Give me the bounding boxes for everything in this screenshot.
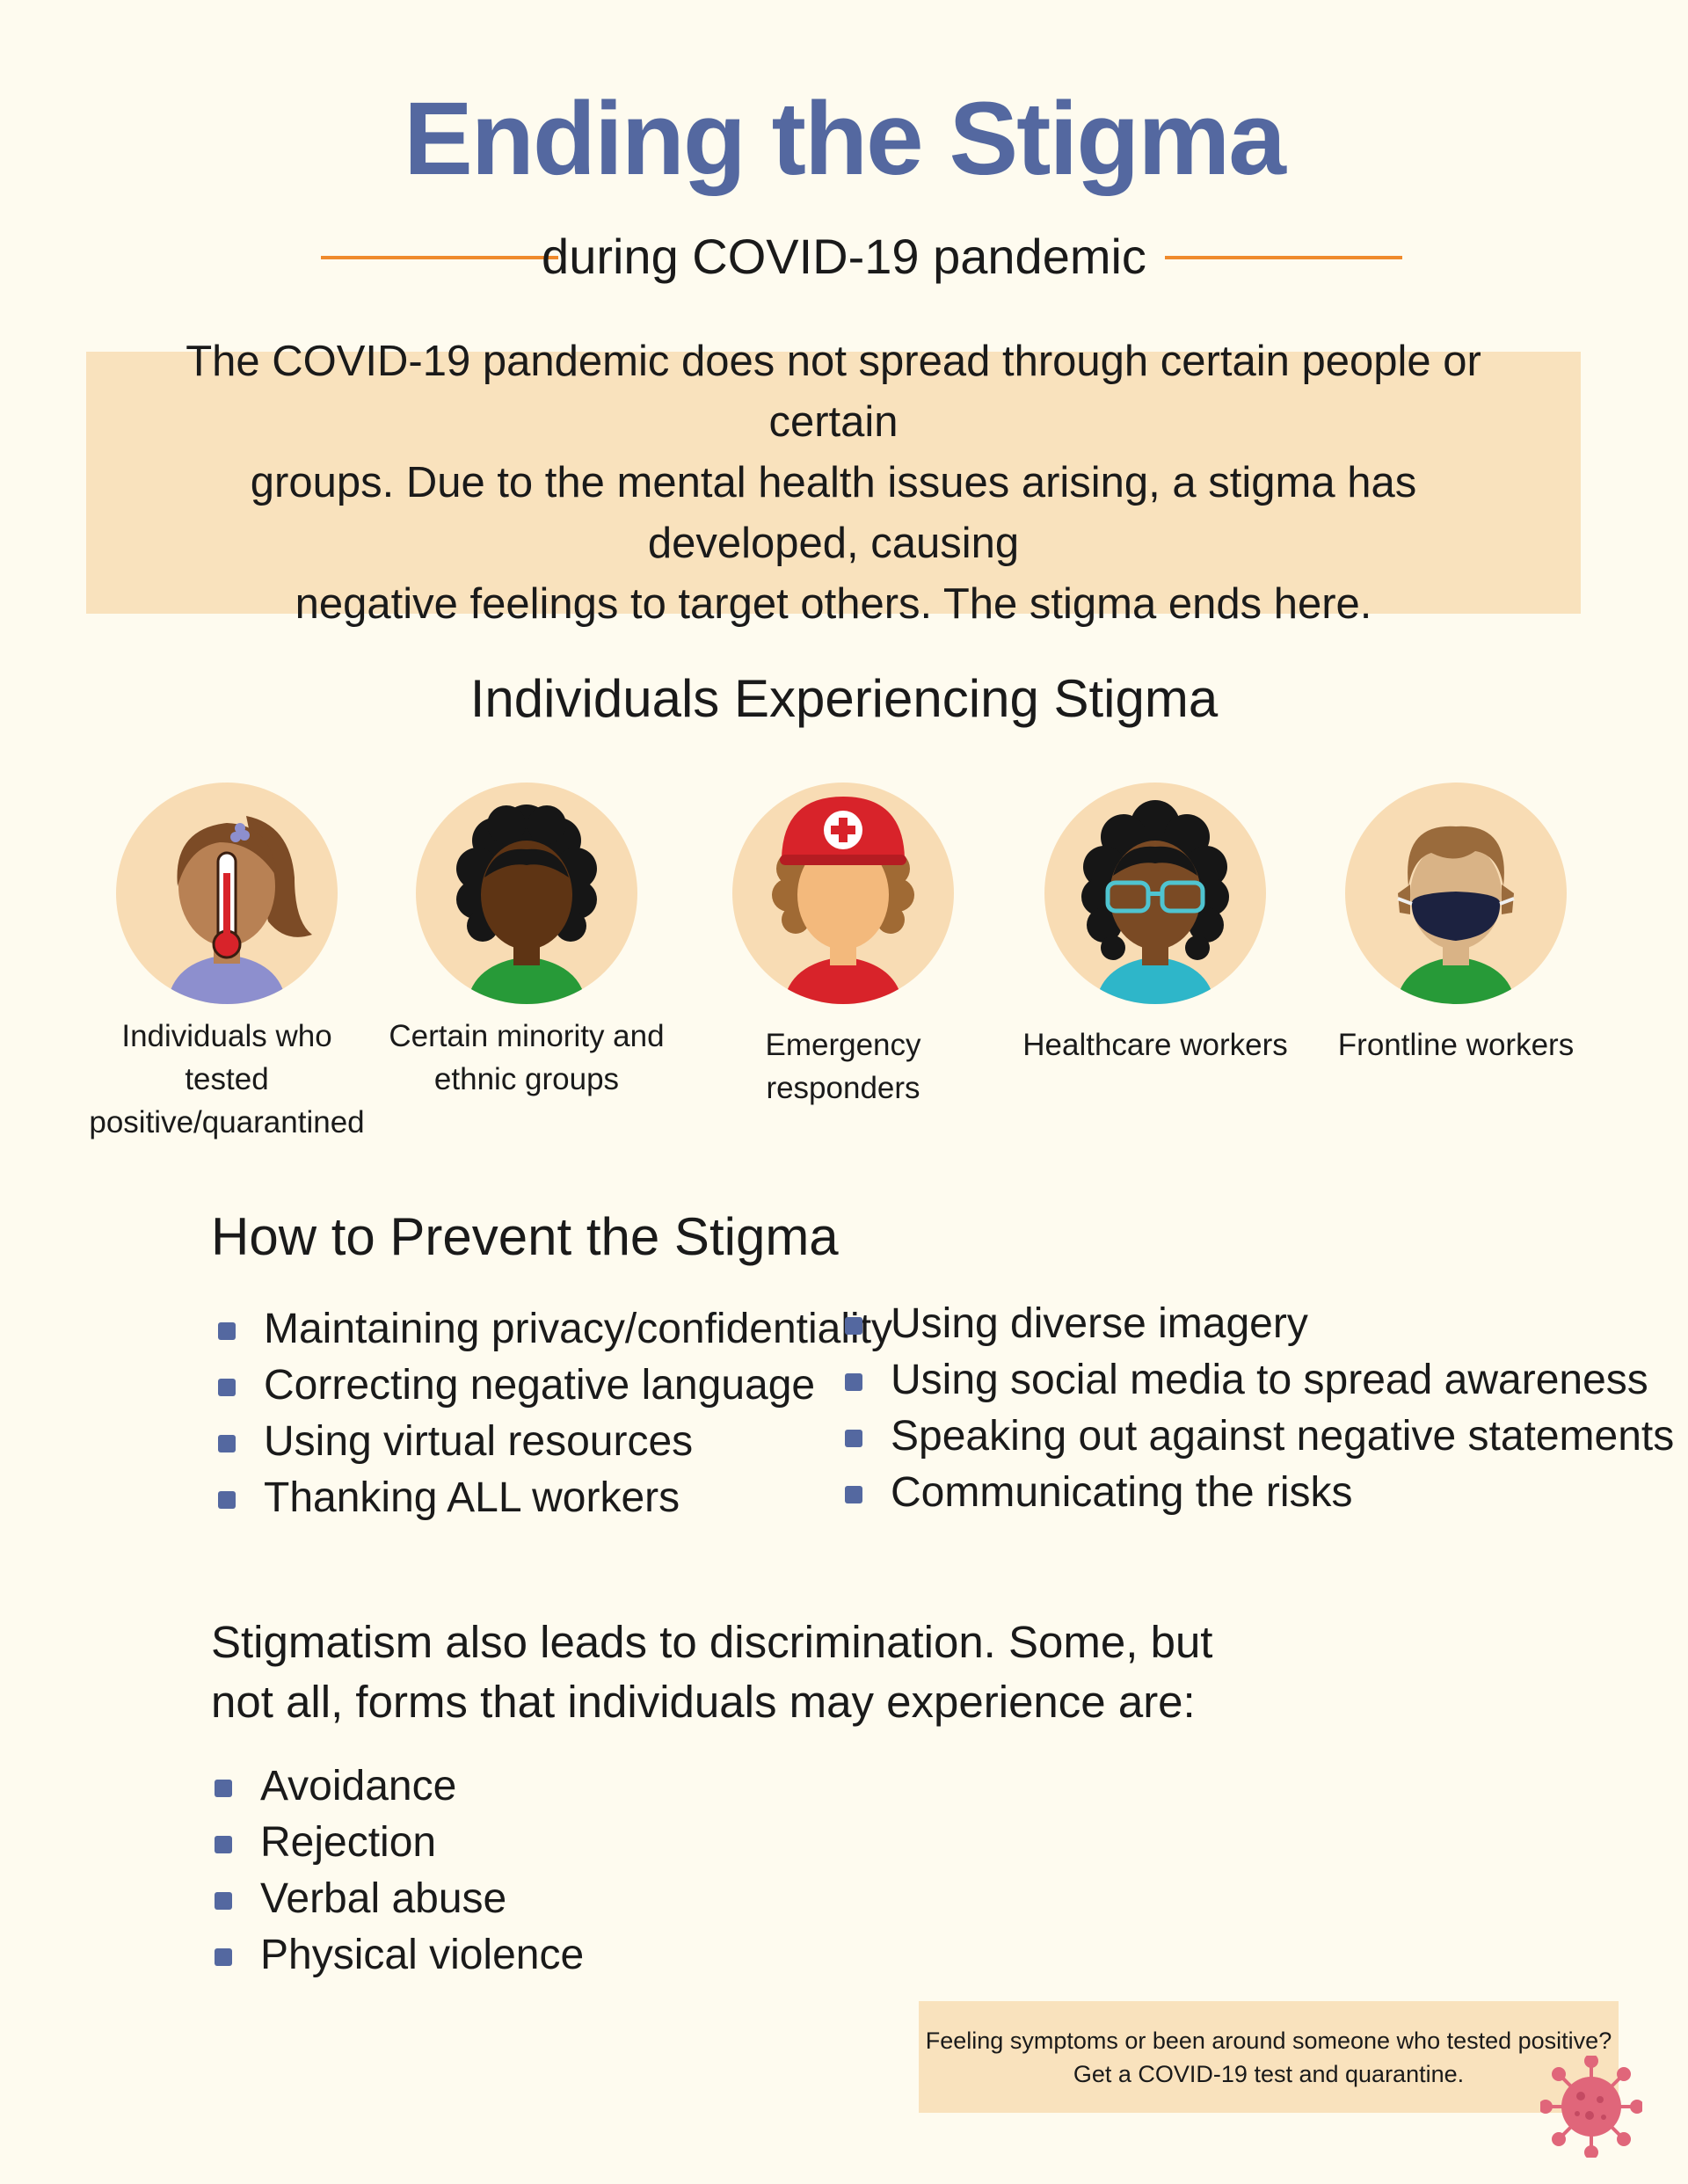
person-glasses-icon [1044, 783, 1266, 1004]
footer-line: Get a COVID-19 test and quarantine. [1073, 2060, 1465, 2087]
bullet-icon [845, 1373, 862, 1391]
list-item: Avoidance [209, 1758, 584, 1815]
person-red-helmet-icon [732, 783, 954, 1004]
person-label-minority-groups: Certain minority and ethnic groups [382, 1015, 672, 1101]
label-line: positive/quarantined [89, 1105, 365, 1139]
virus-icon [1540, 2056, 1642, 2158]
bullet-icon [218, 1322, 236, 1340]
person-label-frontline-workers: Frontline workers [1311, 1023, 1601, 1067]
decorative-rule-right [1165, 256, 1402, 259]
list-item: Correcting negative language [213, 1358, 892, 1414]
person-card-frontline-workers: Frontline workers [1311, 781, 1601, 1067]
person-face-mask-icon [1345, 783, 1567, 1004]
bullet-icon [845, 1430, 862, 1447]
label-line: ethnic groups [433, 1062, 620, 1096]
individuals-heading: Individuals Experiencing Stigma [469, 669, 1219, 728]
list-item-text: Maintaining privacy/confidentiality [264, 1306, 893, 1352]
list-item-text: Speaking out against negative statements [891, 1413, 1675, 1460]
subtitle-row: during COVID-19 pandemic [0, 222, 1688, 292]
bullet-icon [215, 1836, 232, 1853]
list-item-text: Rejection [260, 1819, 437, 1866]
list-item: Communicating the risks [840, 1465, 1674, 1521]
discrimination-line: Stigmatism also leads to discrimination.… [211, 1617, 1213, 1667]
list-item-text: Using social media to spread awareness [891, 1357, 1648, 1403]
footer-callout: Feeling symptoms or been around someone … [919, 2001, 1619, 2113]
person-card-healthcare-workers: Healthcare workers [1010, 781, 1300, 1067]
list-item-text: Using virtual resources [264, 1418, 694, 1465]
list-item-text: Correcting negative language [264, 1362, 816, 1409]
list-item: Using virtual resources [213, 1414, 892, 1470]
person-label-emergency-responders: Emergency responders [698, 1023, 988, 1110]
list-item: Rejection [209, 1815, 584, 1871]
label-line: Frontline workers [1337, 1028, 1575, 1062]
list-item: Thanking ALL workers [213, 1470, 892, 1526]
person-label-healthcare-workers: Healthcare workers [1010, 1023, 1300, 1067]
person-card-tested-positive: Individuals who tested positive/quaranti… [82, 781, 372, 1144]
person-curly-hair-icon [416, 783, 637, 1004]
person-label-tested-positive: Individuals who tested positive/quaranti… [82, 1015, 372, 1144]
footer-line: Feeling symptoms or been around someone … [925, 2027, 1612, 2054]
decorative-rule-left [321, 256, 558, 259]
label-line: Individuals who tested [121, 1019, 332, 1096]
list-item-text: Communicating the risks [891, 1469, 1353, 1516]
person-with-thermometer-icon [116, 783, 338, 1004]
discrimination-intro: Stigmatism also leads to discrimination.… [211, 1613, 1212, 1732]
bullet-icon [845, 1317, 862, 1335]
person-card-minority-groups: Certain minority and ethnic groups [382, 781, 672, 1101]
intro-box: The COVID-19 pandemic does not spread th… [86, 338, 1581, 628]
bullet-icon [218, 1491, 236, 1509]
list-item: Maintaining privacy/confidentiality [213, 1301, 892, 1358]
prevent-heading: How to Prevent the Stigma [211, 1207, 839, 1266]
bullet-icon [215, 1948, 232, 1966]
intro-line: The COVID-19 pandemic does not spread th… [186, 337, 1481, 446]
list-item-text: Avoidance [260, 1763, 457, 1809]
label-line: Certain minority and [389, 1019, 665, 1053]
page-title: Ending the Stigma [404, 81, 1286, 197]
list-item-text: Verbal abuse [260, 1875, 507, 1922]
list-item: Speaking out against negative statements [840, 1409, 1674, 1465]
list-item: Using diverse imagery [840, 1296, 1674, 1352]
intro-line: negative feelings to target others. The … [295, 579, 1372, 628]
prevent-list-right: Using diverse imagery Using social media… [840, 1296, 1674, 1521]
bullet-icon [218, 1435, 236, 1452]
bullet-icon [218, 1379, 236, 1396]
list-item-text: Physical violence [260, 1932, 585, 1978]
discrimination-line: not all, forms that individuals may expe… [211, 1677, 1196, 1727]
person-card-emergency-responders: Emergency responders [698, 781, 988, 1110]
bullet-icon [845, 1486, 862, 1503]
list-item: Using social media to spread awareness [840, 1352, 1674, 1409]
list-item: Verbal abuse [209, 1871, 584, 1927]
bullet-icon [215, 1780, 232, 1797]
intro-text: The COVID-19 pandemic does not spread th… [148, 331, 1519, 635]
bullet-icon [215, 1892, 232, 1910]
discrimination-list: Avoidance Rejection Verbal abuse Physica… [209, 1758, 584, 1984]
label-line: Healthcare workers [1022, 1028, 1288, 1062]
list-item-text: Thanking ALL workers [264, 1474, 680, 1521]
page-subtitle: during COVID-19 pandemic [542, 229, 1146, 284]
list-item-text: Using diverse imagery [891, 1300, 1308, 1347]
intro-line: groups. Due to the mental health issues … [250, 458, 1417, 567]
list-item: Physical violence [209, 1927, 584, 1984]
label-line: Emergency responders [765, 1028, 921, 1105]
prevent-list-left: Maintaining privacy/confidentiality Corr… [213, 1301, 892, 1526]
